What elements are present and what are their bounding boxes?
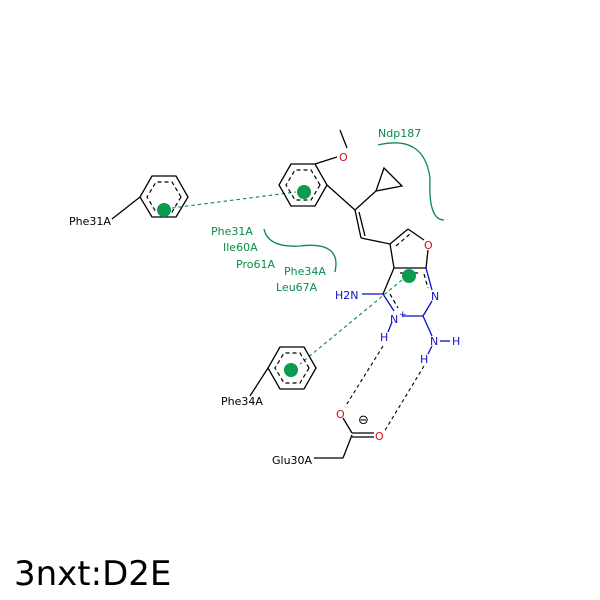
hydrophobic-arc-ndp187 — [377, 142, 445, 221]
atom-furan-oxygen: O — [424, 239, 433, 252]
residue-label-phe31a: Phe31A — [69, 215, 111, 228]
pi-center-pyrimidine — [402, 269, 416, 283]
residue-label-phe34a-group: Phe34A — [284, 265, 326, 278]
atom-h-on-nh: H — [420, 353, 428, 366]
hbond-nplus-glu30a — [344, 345, 384, 408]
residue-label-glu30a: Glu30A — [272, 454, 313, 467]
atom-carboxylate-oxygen-1: O — [336, 408, 345, 421]
residue-label-phe34a: Phe34A — [221, 395, 263, 408]
residue-label-phe31a-group: Phe31A — [211, 225, 253, 238]
residue-label-pro61a: Pro61A — [236, 258, 275, 271]
pi-stacking-line-phe31a — [171, 191, 297, 209]
methoxyphenyl-ring — [278, 129, 356, 211]
phe34a-bottom-ring — [249, 346, 317, 397]
atom-carboxylate-oxygen-2: O — [375, 430, 384, 443]
residue-label-ile60a: Ile60A — [223, 241, 258, 254]
atom-plus-charge: + — [399, 310, 407, 320]
residue-label-ndp187: Ndp187 — [378, 127, 421, 140]
residue-label-leu67a: Leu67A — [276, 281, 318, 294]
atom-amine-h2n: H2N — [335, 289, 359, 302]
pi-center-methoxyphenyl — [297, 185, 311, 199]
atom-nh-nitrogen: N — [430, 335, 438, 348]
pi-center-phe31a — [157, 203, 171, 217]
vinyl-cyclopropyl — [354, 166, 404, 245]
hydrophobic-arc-pocket — [263, 228, 337, 273]
pi-stacking-line-phe34a — [299, 279, 403, 365]
atom-nh-hydrogen: H — [452, 335, 460, 348]
atom-ring-nitrogen: N — [431, 290, 439, 303]
atom-methoxy-oxygen: O — [339, 151, 348, 164]
phe31a-left-ring — [111, 175, 189, 220]
page-title: 3nxt:D2E — [14, 554, 171, 594]
furopyrimidine-core — [362, 228, 450, 355]
atom-minus-charge: ⊖ — [358, 413, 369, 428]
atom-h-on-nplus: H — [380, 331, 388, 344]
atom-ring-nitrogen-plus: N — [390, 313, 398, 326]
hbond-nh-glu30a — [383, 365, 425, 433]
pi-center-phe34a — [284, 363, 298, 377]
glu30a-carboxylate — [314, 417, 374, 459]
